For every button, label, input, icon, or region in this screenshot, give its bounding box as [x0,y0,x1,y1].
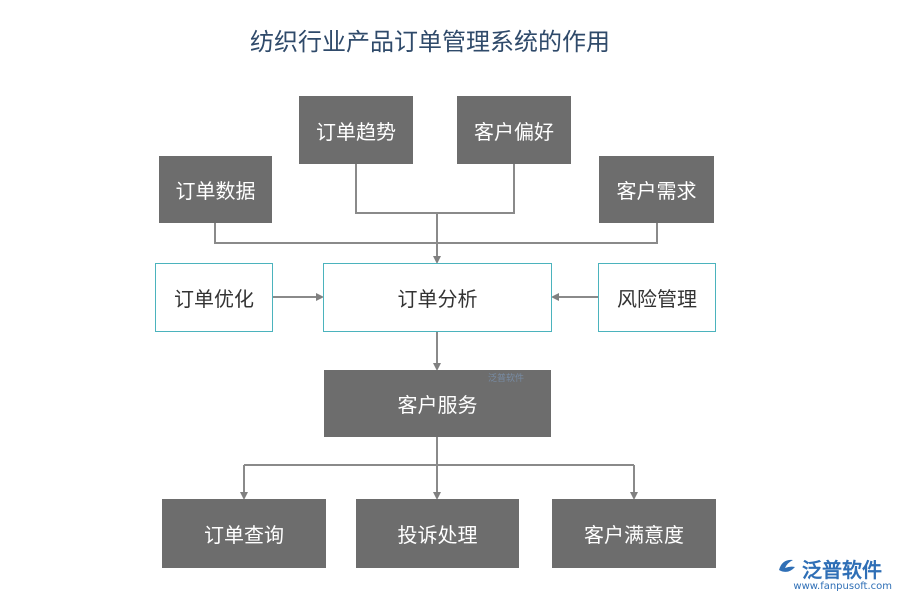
logo-name: 泛普软件 [802,558,882,582]
node-customer-demand: 客户需求 [599,156,714,223]
logo-url: www.fanpusoft.com [793,581,892,592]
node-customer-service: 客户服务 [324,370,551,437]
node-order-query: 订单查询 [162,499,326,568]
node-order-data: 订单数据 [159,156,272,223]
node-order-optimization: 订单优化 [155,263,273,332]
connector-order-trend [355,164,515,214]
diagram-title: 纺织行业产品订单管理系统的作用 [250,28,610,56]
node-order-analysis: 订单分析 [323,263,552,332]
watermark: 泛普软件 [488,374,525,384]
brand-logo: 泛普软件 www.fanpusoft.com [772,554,894,596]
node-risk-management: 风险管理 [598,263,716,332]
node-customer-preference: 客户偏好 [457,96,571,164]
node-complaint-handling: 投诉处理 [356,499,519,568]
node-customer-satisfaction: 客户满意度 [552,499,716,568]
node-order-trend: 订单趋势 [299,96,413,164]
logo-icon [779,559,795,572]
